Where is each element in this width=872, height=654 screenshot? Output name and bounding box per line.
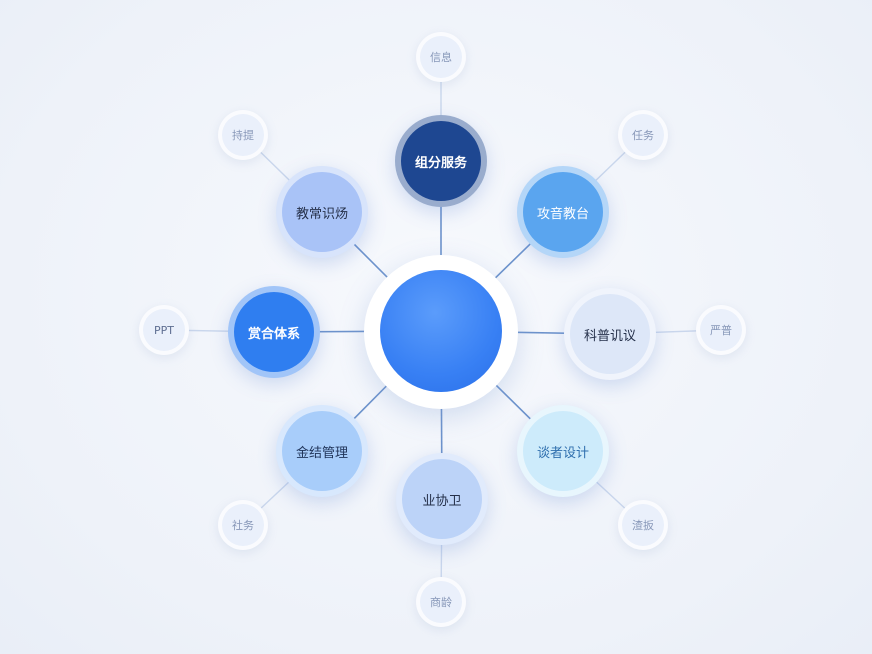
node-n4: 谈者设计 <box>517 405 609 497</box>
leaf-label: PPT <box>154 323 174 337</box>
node-label: 谈者设计 <box>536 445 589 461</box>
node-n1: 组分服务 <box>395 115 487 207</box>
node-label: 攻音教台 <box>536 206 589 222</box>
node-n3: 科普讥议 <box>564 288 656 380</box>
node-label: 金结管理 <box>295 445 348 461</box>
leaf-label: 渣扳 <box>632 519 654 532</box>
node-n2: 攻音教台 <box>517 166 609 258</box>
leaf-node-n2: 任务 <box>618 110 668 160</box>
node-n7: 赏合体系 <box>228 286 320 378</box>
node-label: 业协卫 <box>422 493 462 509</box>
leaf-node-n8: 持提 <box>218 110 268 160</box>
leaf-node-n1: 信息 <box>416 32 466 82</box>
leaf-label: 商龄 <box>430 596 452 609</box>
node-n8: 教常识炀 <box>276 166 368 258</box>
leaf-label: 信息 <box>430 51 452 64</box>
node-label: 赏合体系 <box>247 326 300 342</box>
leaf-node-n6: 社务 <box>218 500 268 550</box>
center-node <box>380 270 502 392</box>
leaf-node-n5: 商龄 <box>416 577 466 627</box>
leaf-node-n7: PPT <box>139 305 189 355</box>
node-n5: 业协卫 <box>396 453 488 545</box>
node-label: 组分服务 <box>414 155 467 171</box>
leaf-node-n3: 严普 <box>696 305 746 355</box>
leaf-label: 严普 <box>710 324 732 337</box>
leaf-label: 任务 <box>632 129 654 142</box>
node-n6: 金结管理 <box>276 405 368 497</box>
leaf-label: 社务 <box>232 519 254 532</box>
node-label: 科普讥议 <box>583 328 636 344</box>
leaf-label: 持提 <box>232 129 254 142</box>
leaf-node-n4: 渣扳 <box>618 500 668 550</box>
node-label: 教常识炀 <box>295 206 348 222</box>
